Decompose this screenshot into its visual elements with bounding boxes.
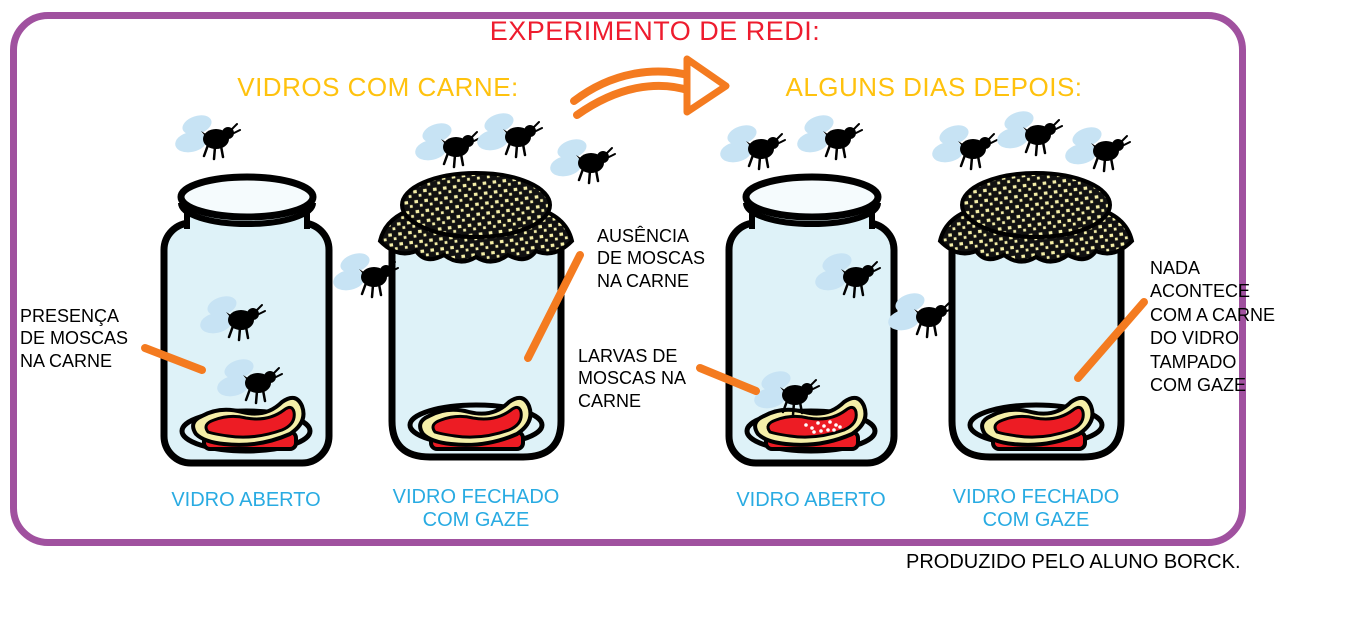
pointer-line-ausencia bbox=[524, 251, 584, 362]
fly-icon bbox=[474, 108, 544, 159]
caption-vidro-aberto-after: VIDRO ABERTO bbox=[736, 489, 886, 511]
fly-icon bbox=[412, 118, 482, 169]
fly-icon bbox=[172, 110, 242, 161]
pointer-line-nada bbox=[1074, 298, 1148, 382]
caption-vidro-aberto-before: VIDRO ABERTO bbox=[171, 489, 321, 511]
section-heading-after: ALGUNS DIAS DEPOIS: bbox=[785, 72, 1083, 102]
fly-icon bbox=[547, 134, 617, 185]
caption-vidro-fechado-before: VIDRO FECHADO COM GAZE bbox=[392, 486, 560, 531]
purple-border-frame bbox=[10, 12, 1246, 546]
caption-vidro-fechado-after: VIDRO FECHADO COM GAZE bbox=[952, 486, 1120, 531]
fly-icon bbox=[929, 120, 999, 171]
fly-icon bbox=[717, 120, 787, 171]
fly-icon bbox=[330, 248, 400, 299]
annotation-nada-acontece: NADA ACONTECE COM A CARNE DO VIDRO TAMPA… bbox=[1150, 258, 1276, 395]
fly-icon bbox=[994, 106, 1064, 157]
pointer-line-larvas bbox=[696, 364, 760, 395]
page-title: EXPERIMENTO DE REDI: bbox=[489, 16, 821, 46]
pointer-lines bbox=[141, 251, 1148, 395]
curved-arrow-right-icon bbox=[570, 55, 730, 119]
annotation-larvas-de-moscas: LARVAS DE MOSCAS NA CARNE bbox=[578, 346, 687, 411]
fly-icon bbox=[1062, 122, 1132, 173]
pointer-line-presenca bbox=[141, 344, 206, 374]
annotation-presenca-de-moscas: PRESENÇA DE MOSCAS NA CARNE bbox=[20, 306, 129, 371]
credit-text: PRODUZIDO PELO ALUNO BORCK. bbox=[906, 551, 1241, 573]
section-heading-before: VIDROS COM CARNE: bbox=[237, 72, 519, 102]
annotation-ausencia-de-moscas: AUSÊNCIA DE MOSCAS NA CARNE bbox=[597, 226, 706, 291]
fly-icon bbox=[794, 110, 864, 161]
